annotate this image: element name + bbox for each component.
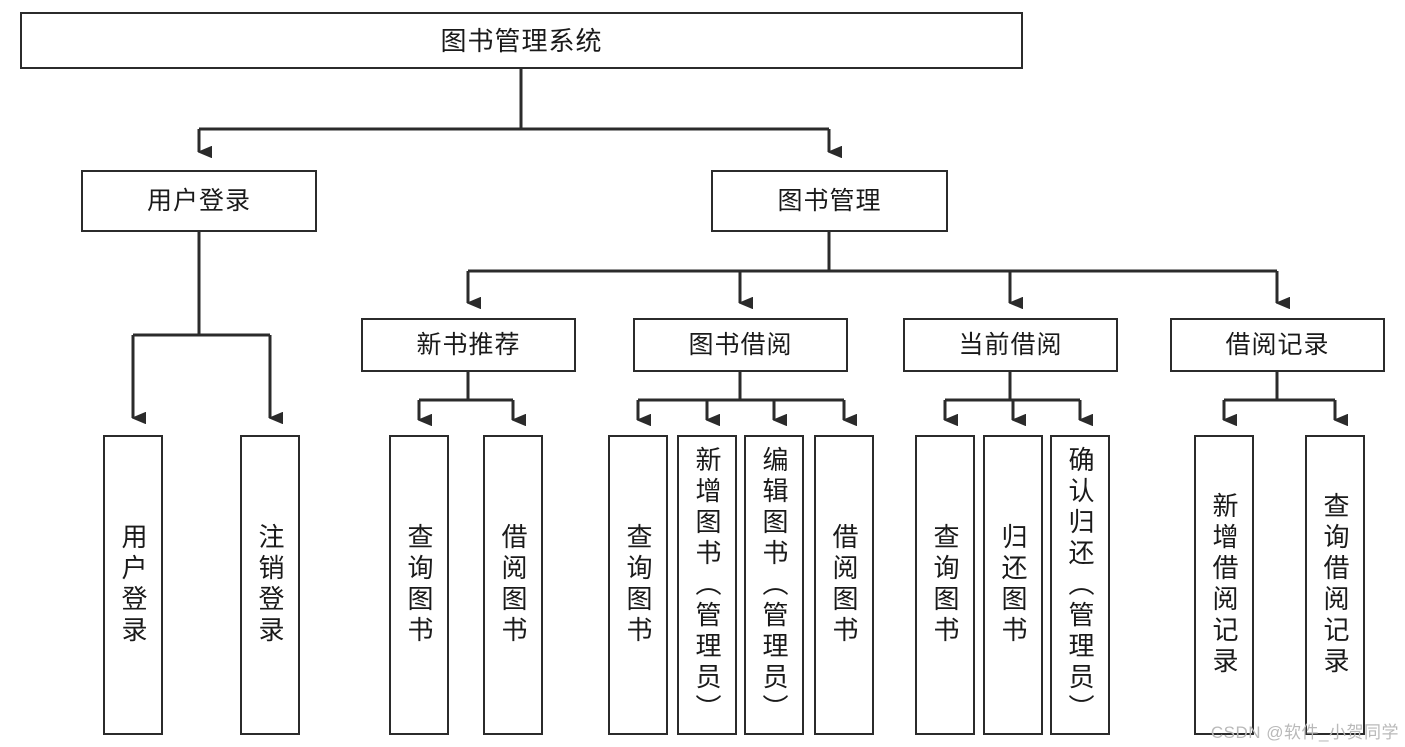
node-root-label: 图书管理系统	[440, 25, 603, 56]
node-leaf-return-book-label: 归还图书	[998, 523, 1028, 647]
node-leaf-query-record-label: 查询借阅记录	[1320, 492, 1350, 678]
node-leaf-add-record[interactable]: 新增借阅记录	[1194, 435, 1254, 735]
node-leaf-query-book-3[interactable]: 查询图书	[915, 435, 975, 735]
node-borrow-record-label: 借阅记录	[1225, 330, 1330, 359]
node-new-book-recommend[interactable]: 新书推荐	[361, 318, 576, 372]
node-book-manage[interactable]: 图书管理	[711, 170, 948, 232]
node-leaf-add-record-label: 新增借阅记录	[1209, 492, 1239, 678]
node-current-borrow-label: 当前借阅	[958, 330, 1063, 359]
node-leaf-return-book[interactable]: 归还图书	[983, 435, 1043, 735]
node-leaf-user-logout[interactable]: 注销登录	[240, 435, 300, 735]
node-leaf-user-logout-label: 注销登录	[255, 523, 285, 647]
watermark-text: CSDN @软件_小贺同学	[1210, 723, 1399, 742]
node-leaf-query-book-1-label: 查询图书	[404, 523, 434, 647]
node-leaf-add-book[interactable]: 新增图书（管理员）	[677, 435, 737, 735]
node-leaf-query-book-3-label: 查询图书	[930, 523, 960, 647]
node-new-book-recommend-label: 新书推荐	[416, 330, 521, 359]
node-book-borrow[interactable]: 图书借阅	[633, 318, 848, 372]
node-leaf-confirm-return[interactable]: 确认归还（管理员）	[1050, 435, 1110, 735]
node-leaf-edit-book[interactable]: 编辑图书（管理员）	[744, 435, 804, 735]
node-book-borrow-label: 图书借阅	[688, 330, 793, 359]
node-leaf-borrow-book-1[interactable]: 借阅图书	[483, 435, 543, 735]
node-leaf-user-login[interactable]: 用户登录	[103, 435, 163, 735]
node-current-borrow[interactable]: 当前借阅	[903, 318, 1118, 372]
node-leaf-user-login-label: 用户登录	[118, 523, 148, 647]
node-leaf-query-book-2[interactable]: 查询图书	[608, 435, 668, 735]
node-leaf-confirm-return-label: 确认归还（管理员）	[1065, 445, 1095, 725]
node-leaf-borrow-book-2-label: 借阅图书	[829, 523, 859, 647]
node-user-login[interactable]: 用户登录	[81, 170, 317, 232]
node-leaf-query-book-1[interactable]: 查询图书	[389, 435, 449, 735]
node-user-login-label: 用户登录	[146, 186, 251, 215]
node-book-manage-label: 图书管理	[777, 186, 882, 215]
node-leaf-add-book-label: 新增图书（管理员）	[692, 445, 722, 725]
node-borrow-record[interactable]: 借阅记录	[1170, 318, 1385, 372]
node-leaf-query-book-2-label: 查询图书	[623, 523, 653, 647]
node-leaf-query-record[interactable]: 查询借阅记录	[1305, 435, 1365, 735]
node-leaf-edit-book-label: 编辑图书（管理员）	[759, 445, 789, 725]
node-leaf-borrow-book-1-label: 借阅图书	[498, 523, 528, 647]
node-root[interactable]: 图书管理系统	[20, 12, 1023, 69]
node-leaf-borrow-book-2[interactable]: 借阅图书	[814, 435, 874, 735]
